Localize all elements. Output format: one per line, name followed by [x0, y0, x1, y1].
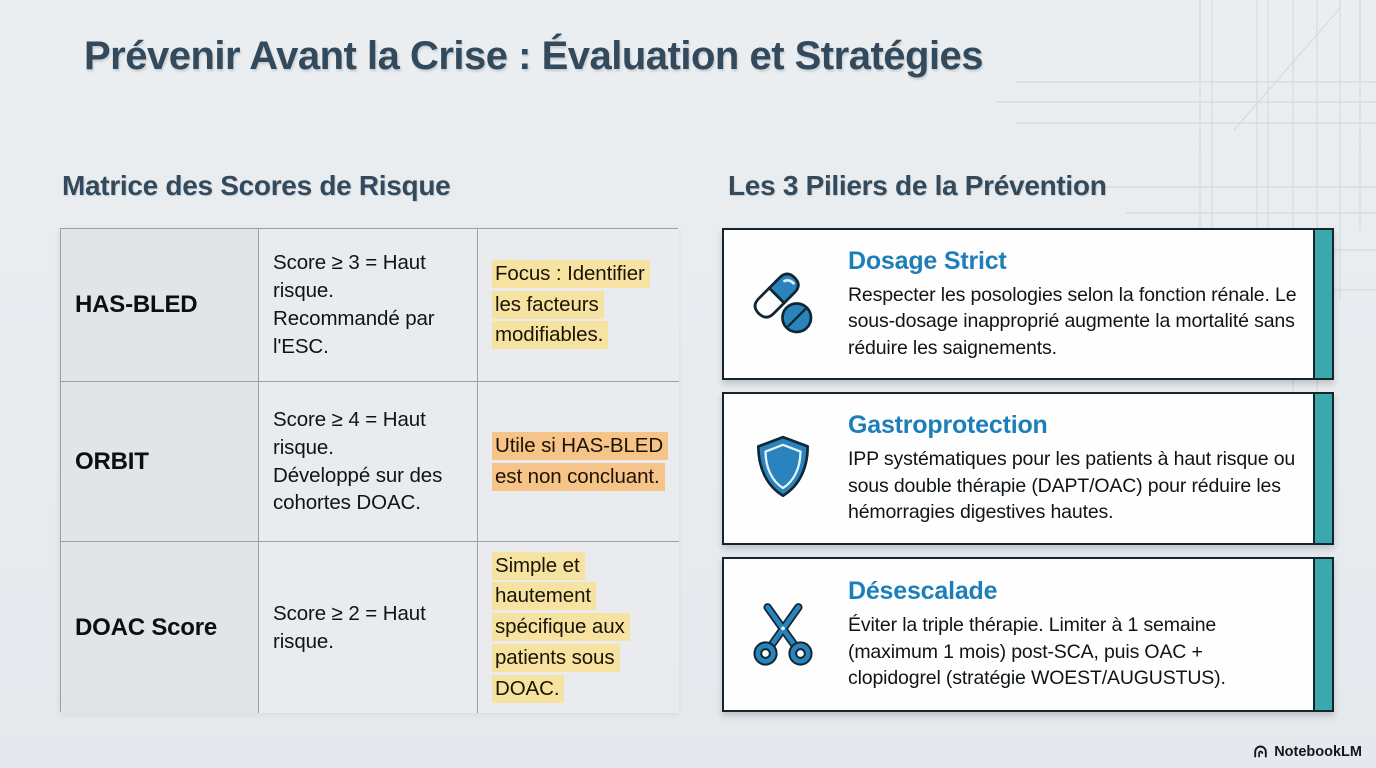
pillar-description: Respecter les posologies selon la foncti…	[848, 283, 1297, 359]
pills-icon	[724, 266, 842, 342]
card-accent-bar	[1313, 394, 1332, 543]
score-criteria: Score ≥ 4 = Haut risque. Développé sur d…	[273, 407, 443, 515]
highlighted-note: Utile si HAS-BLED est non concluant.	[492, 431, 669, 491]
score-matrix-heading: Matrice des Scores de Risque	[62, 170, 451, 201]
notebooklm-watermark: NotebookLM	[1252, 743, 1362, 760]
pillar-card-gastroprotection: Gastroprotection IPP systématiques pour …	[722, 392, 1334, 545]
score-name: DOAC Score	[75, 613, 218, 641]
pillar-card-dosage: Dosage Strict Respecter les posologies s…	[722, 228, 1334, 380]
pillar-title: Désescalade	[848, 577, 998, 606]
scissors-icon	[724, 598, 842, 672]
score-name: ORBIT	[75, 447, 149, 475]
table-row-name: ORBIT	[61, 382, 259, 542]
table-row-note: Simple et hautement spécifique aux patie…	[478, 542, 679, 713]
highlighted-note: Focus : Identifier les facteurs modifiab…	[492, 259, 650, 350]
risk-score-table: HAS-BLED Score ≥ 3 = Haut risque. Recomm…	[60, 228, 679, 713]
card-accent-bar	[1313, 230, 1332, 378]
score-criteria: Score ≥ 2 = Haut risque.	[273, 601, 426, 653]
score-note: Simple et hautement spécifique aux patie…	[492, 551, 665, 705]
pillar-card-desescalade: Désescalade Éviter la triple thérapie. L…	[722, 557, 1334, 712]
pillar-body: Désescalade Éviter la triple thérapie. L…	[842, 569, 1332, 700]
table-row-criteria: Score ≥ 4 = Haut risque. Développé sur d…	[259, 382, 478, 542]
pillar-body: Dosage Strict Respecter les posologies s…	[842, 239, 1332, 370]
table-row-criteria: Score ≥ 3 = Haut risque. Recommandé par …	[259, 229, 478, 382]
page-title: Prévenir Avant la Crise : Évaluation et …	[84, 34, 984, 78]
score-name: HAS-BLED	[75, 291, 198, 318]
table-row-criteria: Score ≥ 2 = Haut risque.	[259, 542, 478, 713]
table-row-note: Focus : Identifier les facteurs modifiab…	[478, 229, 679, 382]
pillars-heading: Les 3 Piliers de la Prévention	[728, 170, 1107, 201]
pillar-description: Éviter la triple thérapie. Limiter à 1 s…	[848, 614, 1226, 690]
brand-label: NotebookLM	[1274, 743, 1362, 760]
notebooklm-logo-icon	[1254, 745, 1267, 758]
card-accent-bar	[1313, 559, 1332, 710]
pillar-description: IPP systématiques pour les patients à ha…	[848, 448, 1296, 524]
table-row-name: DOAC Score	[61, 542, 259, 713]
shield-icon	[724, 432, 842, 506]
highlighted-note: Simple et hautement spécifique aux patie…	[492, 551, 630, 703]
score-note: Focus : Identifier les facteurs modifiab…	[492, 259, 665, 351]
pillar-title: Gastroprotection	[848, 411, 1048, 440]
pillars-card-list: Dosage Strict Respecter les posologies s…	[722, 228, 1334, 712]
pillar-title: Dosage Strict	[848, 246, 1007, 275]
score-criteria: Score ≥ 3 = Haut risque. Recommandé par …	[273, 251, 435, 358]
pillar-body: Gastroprotection IPP systématiques pour …	[842, 403, 1332, 534]
table-row-name: HAS-BLED	[61, 229, 259, 382]
table-row-note: Utile si HAS-BLED est non concluant.	[478, 382, 679, 542]
score-note: Utile si HAS-BLED est non concluant.	[492, 431, 669, 493]
